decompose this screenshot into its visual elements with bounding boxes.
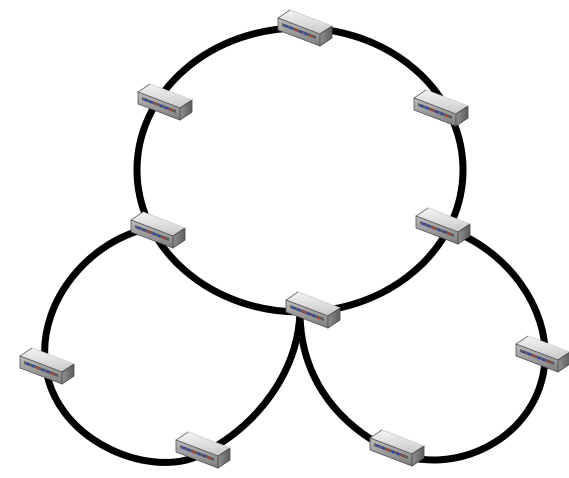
links [45,28,546,462]
switch-mid-right-icon [416,208,470,244]
switch-far-left-icon [20,348,74,384]
switch-top-icon [278,10,332,46]
switch-mid-left-icon [131,212,185,248]
devices [20,10,569,468]
top-ring-link [137,28,463,312]
switch-center-icon [286,292,340,328]
switch-top-right-icon [414,90,468,126]
switch-bottom-right-icon [370,430,424,466]
